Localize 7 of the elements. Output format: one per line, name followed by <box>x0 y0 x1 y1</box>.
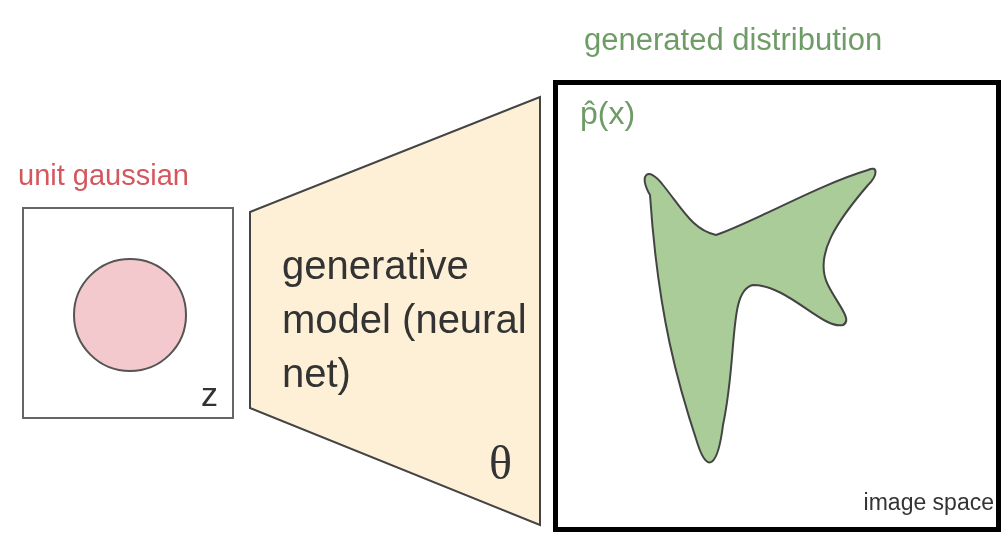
variable-label: z <box>201 377 218 411</box>
space-label: image space <box>863 487 994 517</box>
model-label: generative model (neural net) <box>282 242 528 397</box>
parameter-symbol: θ <box>489 439 512 487</box>
distribution-label: p̂(x) <box>580 94 636 133</box>
box-heading: generated distribution <box>584 21 883 59</box>
box-heading: unit gaussian <box>18 158 189 193</box>
